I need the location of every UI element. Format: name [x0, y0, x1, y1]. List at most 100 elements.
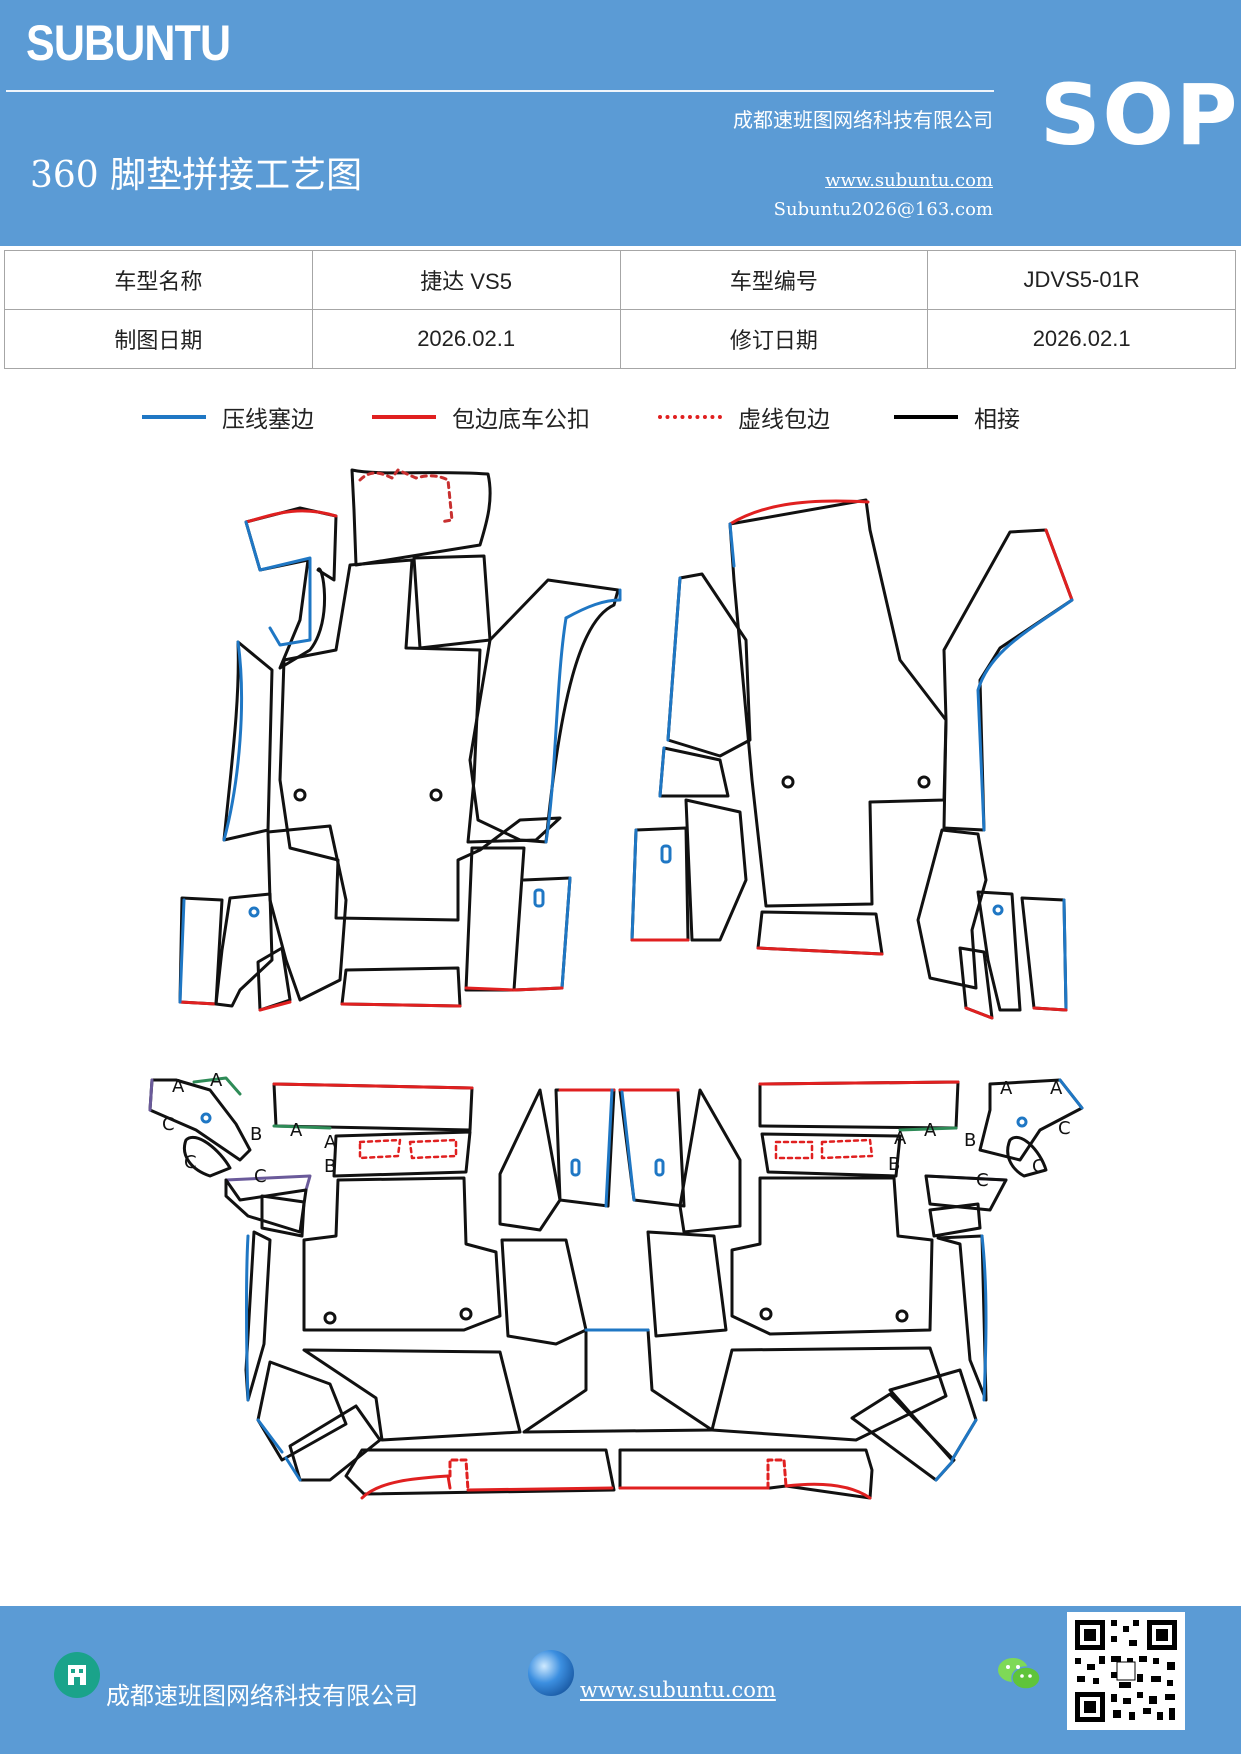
mat-piece — [710, 1346, 948, 1442]
blue-edge — [658, 746, 666, 798]
legend-item-black: 相接 — [894, 400, 1020, 434]
info-table: 车型名称 捷达 VS5 车型编号 JDVS5-01R 制图日期 2026.02.… — [4, 250, 1236, 369]
mat-piece — [1006, 1136, 1048, 1178]
blue-edge — [934, 1418, 978, 1482]
table-row: 制图日期 2026.02.1 修订日期 2026.02.1 — [4, 309, 1236, 369]
footer-url-link[interactable]: www.subuntu.com — [580, 1678, 776, 1702]
mat-piece — [522, 1328, 714, 1434]
blue-edge — [620, 1090, 636, 1202]
mount-hole — [200, 1112, 212, 1124]
marker-a: A — [894, 1128, 907, 1149]
mount-hole — [248, 906, 260, 918]
dotted-edge — [358, 468, 454, 524]
mat-piece — [760, 1132, 902, 1178]
mount-hole — [1016, 1116, 1028, 1128]
wechat-icon[interactable] — [996, 1654, 1042, 1698]
mat-piece — [468, 578, 620, 844]
mat-piece — [266, 824, 348, 1002]
mat-piece — [178, 896, 224, 1006]
mat-piece — [916, 828, 988, 990]
dotted-edge — [774, 1138, 874, 1160]
red-edge — [758, 1080, 960, 1086]
purple-edge — [148, 1078, 154, 1112]
mat-piece — [260, 1194, 306, 1238]
mount-hole — [459, 1307, 473, 1321]
mat-piece — [928, 1202, 982, 1238]
mat-piece — [302, 1348, 522, 1442]
blue-edge — [1058, 1078, 1084, 1110]
red-edge — [360, 1474, 452, 1500]
blue-edge — [244, 520, 312, 647]
mat-piece — [302, 1176, 502, 1332]
mat-set-rear-left — [148, 1076, 616, 1500]
page-title: 360 脚垫拼接工艺图 — [30, 155, 363, 196]
slot — [570, 1158, 581, 1177]
marker-a: A — [290, 1120, 303, 1141]
blue-edge — [728, 522, 736, 568]
qr-code — [1067, 1612, 1185, 1730]
green-edge — [898, 1126, 958, 1132]
red-edge — [244, 509, 338, 524]
mount-hole — [895, 1309, 909, 1323]
red-edge — [728, 499, 870, 526]
blue-edge — [544, 616, 568, 844]
red-edge — [618, 1482, 872, 1500]
legend-swatch — [372, 415, 436, 419]
mat-set-front-right — [630, 498, 1074, 1020]
legend-swatch — [142, 415, 206, 419]
blue-edge — [560, 876, 572, 990]
mount-hole — [323, 1311, 337, 1325]
mat-piece — [288, 1404, 382, 1482]
table-row: 车型名称 捷达 VS5 车型编号 JDVS5-01R — [4, 250, 1236, 310]
mat-set-rear-right — [710, 1078, 1084, 1482]
mat-piece — [332, 1130, 472, 1178]
blue-edge — [564, 588, 622, 620]
marker-b: B — [964, 1130, 976, 1151]
marker-c: C — [162, 1114, 175, 1135]
red-edge — [756, 946, 884, 956]
mat-piece — [684, 798, 748, 942]
dotted-edge — [448, 1458, 470, 1492]
blue-edge — [178, 898, 186, 1004]
draw-date-label: 制图日期 — [4, 309, 313, 369]
mat-piece — [272, 1082, 474, 1132]
red-edge — [464, 986, 516, 992]
model-code-value: JDVS5-01R — [927, 250, 1236, 310]
mat-piece — [148, 1078, 252, 1162]
marker-b: B — [324, 1156, 336, 1177]
red-edge — [272, 1082, 474, 1090]
footer-company: 成都速班图网络科技有限公司 — [106, 1682, 418, 1710]
mount-hole — [917, 775, 931, 789]
mat-piece — [214, 892, 274, 1008]
floor-mat-diagram: A A A A B B C C C A A A A B B C C C — [148, 468, 1084, 1500]
footer-banner: 成都速班图网络科技有限公司 www.subuntu.com — [0, 1606, 1241, 1754]
model-name-label: 车型名称 — [4, 250, 313, 310]
header-banner: SUBUNTU 成都速班图网络科技有限公司 SOP 360 脚垫拼接工艺图 ww… — [0, 0, 1241, 246]
mat-set-center — [522, 1088, 874, 1500]
mat-piece — [618, 1448, 874, 1500]
legend-item-blue: 压线塞边 — [142, 400, 314, 434]
mat-piece — [666, 572, 752, 758]
header-divider — [6, 90, 994, 92]
mat-piece — [340, 966, 462, 1008]
header-company: 成都速班图网络科技有限公司 — [733, 108, 993, 132]
red-edge — [466, 1486, 614, 1492]
blue-edge — [256, 1418, 302, 1482]
mat-piece — [224, 1178, 308, 1234]
red-edge — [512, 986, 564, 992]
header-url-link[interactable]: www.subuntu.com — [825, 170, 993, 191]
legend-label: 虚线包边 — [738, 407, 830, 433]
marker-c: C — [1032, 1156, 1045, 1177]
purple-edge — [224, 1174, 312, 1192]
mat-piece — [350, 468, 492, 567]
marker-c: C — [1058, 1118, 1071, 1139]
mat-set-front-left — [178, 468, 622, 1012]
brand-logo: SUBUNTU — [26, 15, 231, 71]
revise-date-label: 修订日期 — [619, 309, 929, 369]
marker-labels: A A A A B B C C C A A A A B B C C C — [162, 1070, 1071, 1191]
green-edge — [192, 1076, 242, 1096]
mount-hole — [781, 775, 795, 789]
mat-piece — [344, 1448, 616, 1496]
mat-piece — [256, 1360, 348, 1462]
mat-piece — [630, 826, 690, 942]
